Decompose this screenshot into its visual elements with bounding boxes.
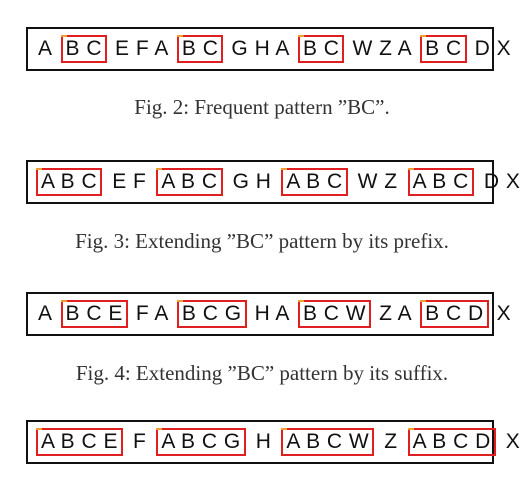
pattern-box: B C [420, 35, 467, 63]
sequence-token: A [38, 37, 53, 60]
sequence-token: F [133, 430, 147, 453]
sequence-token: X [505, 430, 521, 453]
sequence-token: W Z A [352, 37, 413, 60]
pattern-box: B C W [297, 300, 372, 328]
pattern-box: A B C G [156, 428, 246, 456]
pattern-box: B C [297, 35, 345, 63]
sequence-token: A [38, 302, 53, 325]
pattern-box: A B C [281, 168, 348, 196]
sequence-token: G H [232, 170, 272, 193]
figure-caption-2: Fig. 2: Frequent pattern ”BC”. [134, 95, 390, 119]
sequence-token: E F [112, 170, 147, 193]
pattern-box: B C [60, 35, 108, 63]
pattern-box: A B C E [36, 428, 124, 456]
sequence-token: Z A [379, 302, 413, 325]
pattern-box: A B C [156, 168, 223, 196]
pattern-box: A B C W [281, 428, 375, 456]
figure-caption-3: Fig. 3: Extending ”BC” pattern by its pr… [75, 229, 449, 253]
pattern-box: B C E [60, 300, 128, 328]
sequence-token: H A [254, 302, 290, 325]
pattern-box: A B C [36, 168, 103, 196]
pattern-box: A B C D [407, 428, 496, 456]
sequence-token: Z [384, 430, 398, 453]
pattern-box: B C [176, 35, 224, 63]
sequence-token: D X [474, 37, 512, 60]
sequence-token: X [496, 302, 512, 325]
sequence-token: W Z [357, 170, 398, 193]
sequence-token: D X [483, 170, 521, 193]
sequence-token: H [255, 430, 272, 453]
sequence-token: F A [135, 302, 169, 325]
sequence-token: G H A [231, 37, 290, 60]
pattern-box: B C G [176, 300, 247, 328]
figure-caption-4: Fig. 4: Extending ”BC” pattern by its su… [75, 361, 449, 385]
pattern-box: A B C [407, 168, 474, 196]
sequence-token: E F A [115, 37, 169, 60]
pattern-box: B C D [420, 300, 489, 328]
